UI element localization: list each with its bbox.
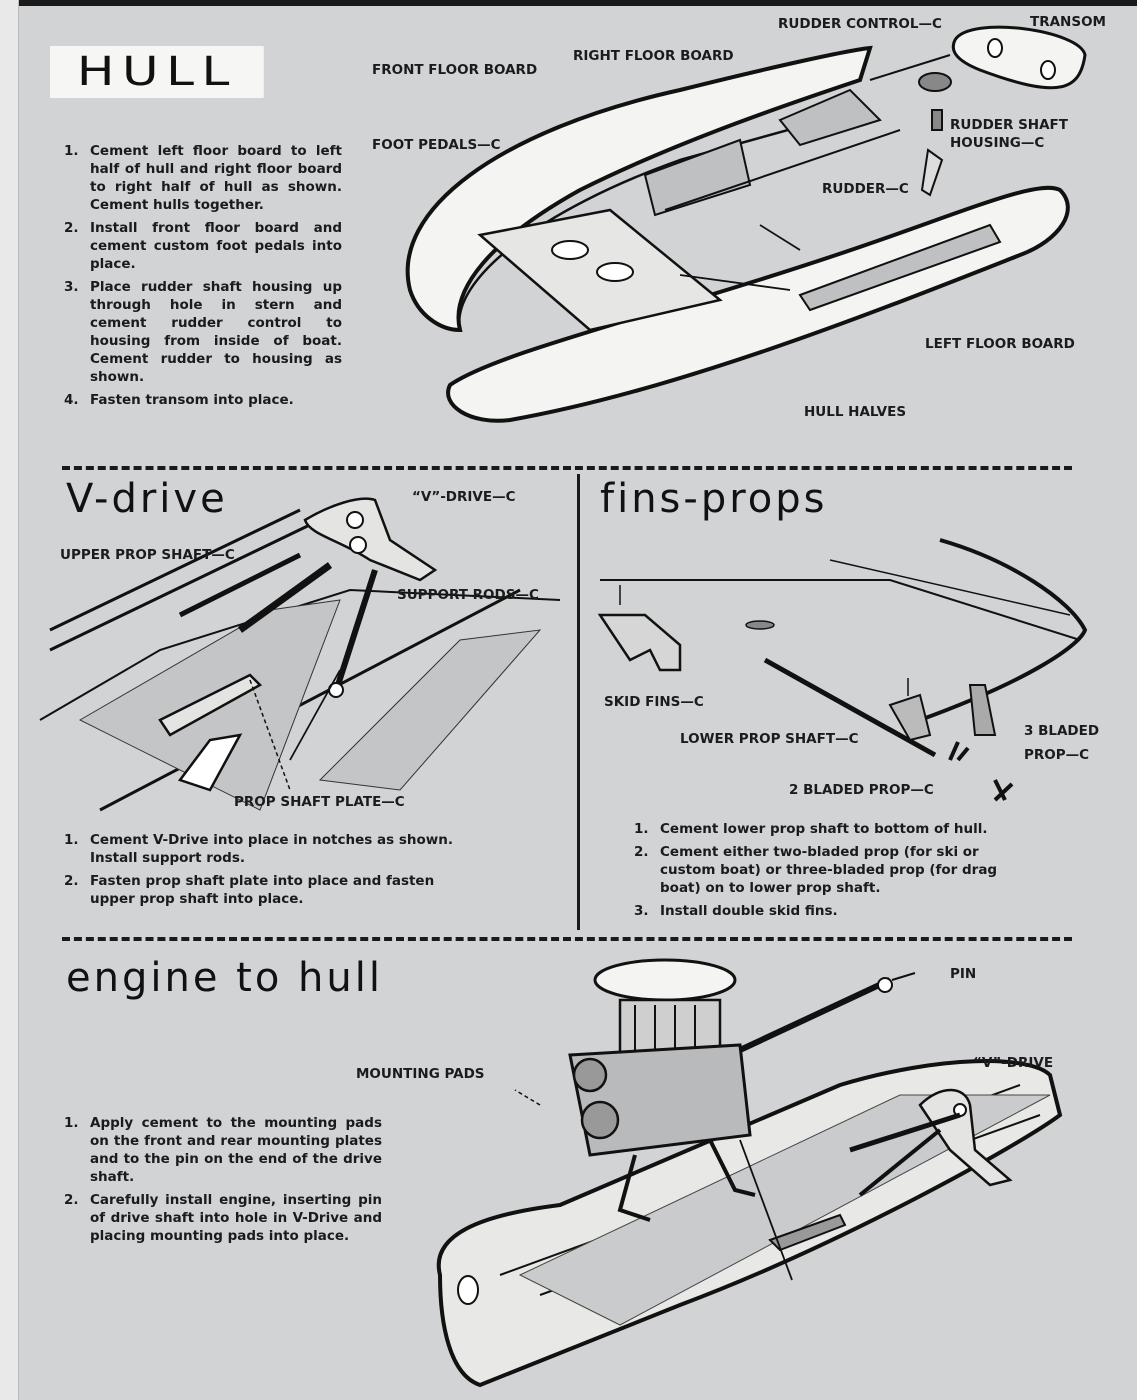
hull-step-4: 4.Fasten transom into place. xyxy=(64,392,294,408)
hull-assembly-illustration xyxy=(405,25,1087,423)
label-transom: TRANSOM xyxy=(1030,14,1106,30)
vdrive-step-2: 2.Fasten prop shaft plate into place and… xyxy=(64,873,435,907)
label-skid-fins: SKID FINS—C xyxy=(604,694,704,710)
label-engine-v-drive: “V”-DRIVE xyxy=(973,1055,1054,1071)
label-pin: PIN xyxy=(950,966,977,982)
hull-section-title: HULL xyxy=(50,46,264,98)
label-hull-halves: HULL HALVES xyxy=(804,404,907,420)
section-vertical-divider xyxy=(577,474,580,930)
label-rudder: RUDDER—C xyxy=(822,181,909,197)
vdrive-steps: 1.Cement V-Drive into place in notches a… xyxy=(64,831,454,913)
label-rudder-shaft-housing-line1: RUDDER SHAFT xyxy=(950,117,1068,133)
label-prop-shaft-plate: PROP SHAFT PLATE—C xyxy=(234,794,405,810)
vdrive-step-1: 1.Cement V-Drive into place in notches a… xyxy=(64,832,453,866)
label-rudder-shaft-housing-line2: HOUSING—C xyxy=(950,135,1045,151)
hull-step-2: 2.Install front floor board and cement c… xyxy=(64,220,342,272)
fins-step-1: 1.Cement lower prop shaft to bottom of h… xyxy=(634,821,988,837)
label-three-bladed-prop-line1: 3 BLADED xyxy=(1024,723,1100,739)
label-rudder-control: RUDDER CONTROL—C xyxy=(778,16,942,32)
hull-step-1: 1.Cement left floor board to left half o… xyxy=(64,143,342,213)
left-paper-edge xyxy=(0,0,19,1400)
engine-to-hull-section-title: engine to hull xyxy=(66,955,383,1001)
label-two-bladed-prop: 2 BLADED PROP—C xyxy=(789,782,934,798)
label-three-bladed-prop-line2: PROP—C xyxy=(1024,747,1090,763)
fins-props-illustration xyxy=(597,538,1088,802)
top-edge xyxy=(0,0,1137,6)
label-left-floor-board: LEFT FLOOR BOARD xyxy=(925,336,1075,352)
vdrive-illustration xyxy=(39,497,561,812)
vdrive-section-title: V-drive xyxy=(66,476,228,522)
engine-steps: 1.Apply cement to the mounting pads on t… xyxy=(64,1114,382,1250)
label-support-rods: SUPPORT RODS—C xyxy=(397,587,539,603)
label-mounting-pads: MOUNTING PADS xyxy=(356,1066,485,1082)
fins-props-steps: 1.Cement lower prop shaft to bottom of h… xyxy=(634,820,1034,925)
fins-step-2: 2.Cement either two-bladed prop (for ski… xyxy=(634,844,998,896)
label-v-drive: “V”-DRIVE—C xyxy=(412,489,516,505)
hull-steps: 1.Cement left floor board to left half o… xyxy=(64,142,342,414)
engine-step-1: 1.Apply cement to the mounting pads on t… xyxy=(64,1115,382,1185)
fins-step-3: 3.Install double skid fins. xyxy=(634,903,838,919)
engine-step-2: 2.Carefully install engine, inserting pi… xyxy=(64,1192,382,1244)
section-divider-bottom xyxy=(62,937,1072,941)
engine-to-hull-illustration xyxy=(436,958,1063,1388)
section-divider-top xyxy=(62,466,1072,470)
label-upper-prop-shaft: UPPER PROP SHAFT—C xyxy=(60,547,235,563)
label-right-floor-board: RIGHT FLOOR BOARD xyxy=(573,48,734,64)
label-foot-pedals: FOOT PEDALS—C xyxy=(372,137,501,153)
fins-props-section-title: fins-props xyxy=(600,476,828,522)
hull-step-3: 3.Place rudder shaft housing up through … xyxy=(64,279,342,385)
label-front-floor-board: FRONT FLOOR BOARD xyxy=(372,62,538,78)
label-lower-prop-shaft: LOWER PROP SHAFT—C xyxy=(680,731,859,747)
